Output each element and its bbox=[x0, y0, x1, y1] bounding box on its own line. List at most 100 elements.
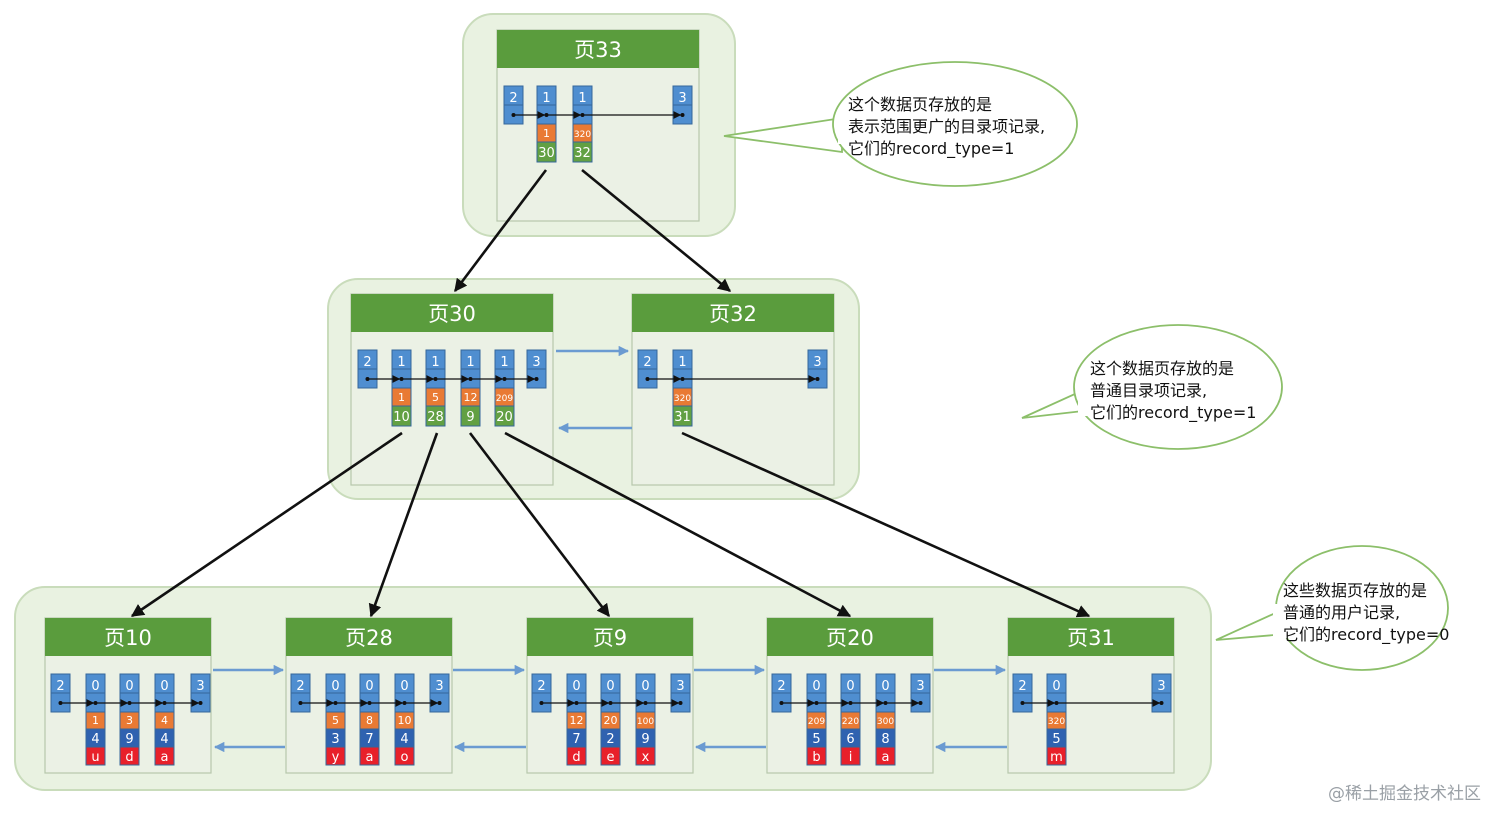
infimum-value: 2 bbox=[643, 355, 651, 370]
record-type-value: 0 bbox=[400, 679, 408, 694]
column3-cell bbox=[119, 746, 140, 766]
column3-cell bbox=[1046, 746, 1067, 766]
pointer-dot bbox=[645, 377, 650, 381]
column2-value: 4 bbox=[160, 732, 168, 747]
column2-value: 5 bbox=[1052, 732, 1060, 747]
key-value: 8 bbox=[366, 714, 373, 727]
column3-cell bbox=[875, 746, 896, 766]
page-number-cell bbox=[425, 405, 446, 427]
supremum-value: 3 bbox=[196, 679, 204, 694]
note-bubble-root: 这个数据页存放的是表示范围更广的目录项记录,它们的record_type=1 bbox=[723, 61, 1078, 187]
arrow-p30-to-p9 bbox=[468, 432, 611, 618]
key-value: 20 bbox=[604, 714, 618, 727]
page-number-cell bbox=[536, 141, 557, 163]
column3-value: d bbox=[125, 750, 133, 765]
page-header bbox=[767, 618, 933, 656]
record-type-value: 0 bbox=[160, 679, 168, 694]
page-number-value: 31 bbox=[674, 410, 691, 425]
record-type-value: 0 bbox=[331, 679, 339, 694]
pointer-dot bbox=[918, 701, 923, 705]
page-number-value: 32 bbox=[574, 146, 591, 161]
pointer-dot bbox=[539, 701, 544, 705]
column2-value: 3 bbox=[331, 732, 339, 747]
key-value: 12 bbox=[570, 714, 584, 727]
page-title: 页10 bbox=[104, 626, 152, 650]
pointer-dot bbox=[298, 701, 303, 705]
key-value: 320 bbox=[674, 394, 691, 404]
key-value: 209 bbox=[808, 717, 825, 727]
supremum-value: 3 bbox=[1157, 679, 1165, 694]
pointer-dot bbox=[580, 113, 585, 117]
column3-cell bbox=[806, 746, 827, 766]
column3-value: i bbox=[849, 750, 853, 765]
column3-cell bbox=[600, 746, 621, 766]
column2-value: 9 bbox=[125, 732, 133, 747]
pointer-dot bbox=[433, 377, 438, 381]
arrow-p33-to-p32 bbox=[581, 168, 732, 293]
watermark-text: @稀土掘金技术社区 bbox=[1328, 784, 1481, 804]
column2-value: 9 bbox=[641, 732, 649, 747]
record-type-value: 0 bbox=[606, 679, 614, 694]
supremum-value: 3 bbox=[435, 679, 443, 694]
pointer-dot bbox=[1054, 701, 1059, 705]
page-header bbox=[351, 294, 553, 332]
pointer-dot bbox=[468, 377, 473, 381]
column3-cell bbox=[325, 746, 346, 766]
column2-value: 7 bbox=[572, 732, 580, 747]
supremum-value: 3 bbox=[678, 91, 686, 106]
page-title: 页9 bbox=[593, 626, 627, 650]
page-number-value: 20 bbox=[496, 410, 513, 425]
record-type-value: 1 bbox=[397, 355, 405, 370]
page-title: 页28 bbox=[345, 626, 393, 650]
page-number-cell bbox=[494, 405, 515, 427]
arrow-p30-to-p10 bbox=[130, 431, 403, 618]
arrow-p30-to-p28 bbox=[368, 432, 439, 618]
record-type-value: 1 bbox=[578, 91, 586, 106]
page-title: 页20 bbox=[826, 626, 874, 650]
page-number-cell bbox=[460, 405, 481, 427]
pointer-dot bbox=[93, 701, 98, 705]
sibling-link-arrows bbox=[213, 345, 1007, 753]
column2-value: 4 bbox=[400, 732, 408, 747]
arrow-p30-to-p20 bbox=[504, 431, 852, 618]
record-type-value: 0 bbox=[572, 679, 580, 694]
pointer-dot bbox=[815, 377, 820, 381]
note-text-leaf: 这些数据页存放的是普通的用户记录,它们的record_type=0 bbox=[1283, 581, 1449, 645]
note-line: 这个数据页存放的是 bbox=[1090, 359, 1234, 378]
pointer-dot bbox=[402, 701, 407, 705]
column3-cell bbox=[85, 746, 106, 766]
column3-value: a bbox=[161, 750, 169, 765]
column3-cell bbox=[154, 746, 175, 766]
column2-value: 8 bbox=[881, 732, 889, 747]
pointer-dot bbox=[848, 701, 853, 705]
key-value: 4 bbox=[161, 714, 168, 727]
record-type-value: 1 bbox=[678, 355, 686, 370]
page-title: 页31 bbox=[1067, 626, 1115, 650]
page-number-value: 10 bbox=[393, 410, 410, 425]
pointer-dot bbox=[127, 701, 132, 705]
column2-value: 7 bbox=[365, 732, 373, 747]
key-value: 5 bbox=[332, 714, 339, 727]
page-number-value: 30 bbox=[538, 146, 555, 161]
note-line: 它们的record_type=1 bbox=[1090, 403, 1256, 423]
note-line: 它们的record_type=0 bbox=[1283, 625, 1449, 645]
record-type-value: 1 bbox=[466, 355, 474, 370]
note-bubble-internal: 这个数据页存放的是普通目录项记录,它们的record_type=1 bbox=[1021, 324, 1283, 450]
record-type-value: 0 bbox=[881, 679, 889, 694]
pointer-dot bbox=[643, 701, 648, 705]
